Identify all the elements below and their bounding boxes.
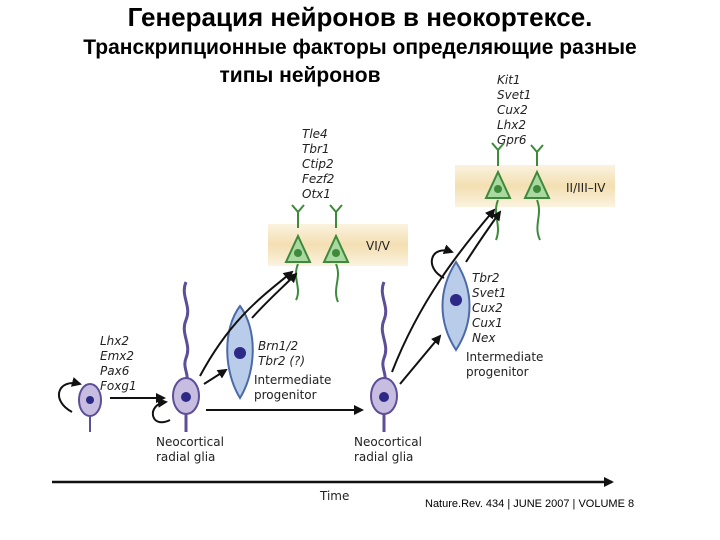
title-line-1: Генерация нейронов в неокортексе. [127, 2, 593, 32]
deep-gene: Fezf2 [302, 172, 334, 186]
left-glia-label: Neocortical [156, 435, 224, 449]
upper-gene: Lhx2 [497, 118, 526, 132]
early-progenitor-cell [58, 377, 102, 432]
right-radial-glia [370, 281, 398, 432]
lineage-arrows [110, 208, 502, 424]
left-radial-glia-label: Neocortical radial glia [156, 435, 224, 464]
left-intermediate-label: progenitor [254, 388, 317, 402]
arrow-intermediate-to-upper-layer [465, 210, 502, 263]
early-progenitor-gene-list: Lhx2 Emx2 Pax6 Foxg1 [100, 334, 137, 393]
deep-gene: Tle4 [302, 127, 328, 141]
arrow-intermediate-to-deep-layer [251, 272, 298, 319]
early-gene: Lhx2 [100, 334, 129, 348]
deep-gene: Otx1 [302, 187, 331, 201]
right-intermediate-gene: Cux2 [472, 301, 503, 315]
left-radial-glia [172, 281, 200, 432]
right-intermediate-labels: Tbr2 Svet1 Cux2 Cux1 Nex Intermediate pr… [466, 271, 543, 379]
left-intermediate-gene: Brn1/2 [258, 339, 298, 353]
deep-layer-label: VI/V [366, 239, 391, 253]
deep-gene: Ctip2 [302, 157, 334, 171]
upper-gene: Kit1 [497, 73, 521, 87]
upper-gene: Cux2 [497, 103, 528, 117]
arrow-glia-to-upper-intermediate [399, 334, 442, 385]
left-intermediate-gene: Tbr2 (?) [258, 354, 305, 368]
arrow-glia-to-deep-layer [199, 270, 294, 377]
left-intermediate-labels: Brn1/2 Tbr2 (?) Intermediate progenitor [254, 339, 331, 402]
time-label: Time [319, 489, 349, 503]
right-glia-label: radial glia [354, 450, 413, 464]
deep-pyramidal-neuron [322, 204, 350, 303]
early-gene: Foxg1 [100, 379, 137, 393]
right-intermediate-gene: Tbr2 [472, 271, 500, 285]
right-intermediate-label: progenitor [466, 365, 529, 379]
title-line-2: Транскрипционные факторы определяющие ра… [83, 36, 637, 59]
upper-layer-gene-list: Kit1 Svet1 Cux2 Lhx2 Gpr6 [497, 73, 531, 147]
arrow-glia-to-intermediate [203, 368, 228, 385]
arrow-glia-to-upper-layer [391, 208, 496, 373]
citation: Nature.Rev. 434 | JUNE 2007 | VOLUME 8 [425, 498, 635, 510]
deep-gene: Tbr1 [302, 142, 330, 156]
right-intermediate-gene: Svet1 [472, 286, 506, 300]
upper-gene: Svet1 [497, 88, 531, 102]
arrow-glia-left-loop [151, 397, 171, 424]
early-gene: Emx2 [100, 349, 134, 363]
right-intermediate-progenitor [430, 244, 471, 352]
right-intermediate-label: Intermediate [466, 350, 543, 364]
deep-layer-gene-list: Tle4 Tbr1 Ctip2 Fezf2 Otx1 [302, 127, 334, 201]
right-intermediate-gene: Nex [472, 331, 496, 345]
upper-pyramidal-neuron [523, 144, 551, 241]
deep-pyramidal-neuron [284, 204, 312, 301]
upper-layer-label: II/III–IV [566, 181, 606, 195]
left-glia-label: radial glia [156, 450, 215, 464]
left-intermediate-label: Intermediate [254, 373, 331, 387]
right-radial-glia-label: Neocortical radial glia [354, 435, 422, 464]
early-gene: Pax6 [100, 364, 130, 378]
title-line-3: типы нейронов [219, 64, 381, 87]
right-glia-label: Neocortical [354, 435, 422, 449]
right-intermediate-gene: Cux1 [472, 316, 503, 330]
